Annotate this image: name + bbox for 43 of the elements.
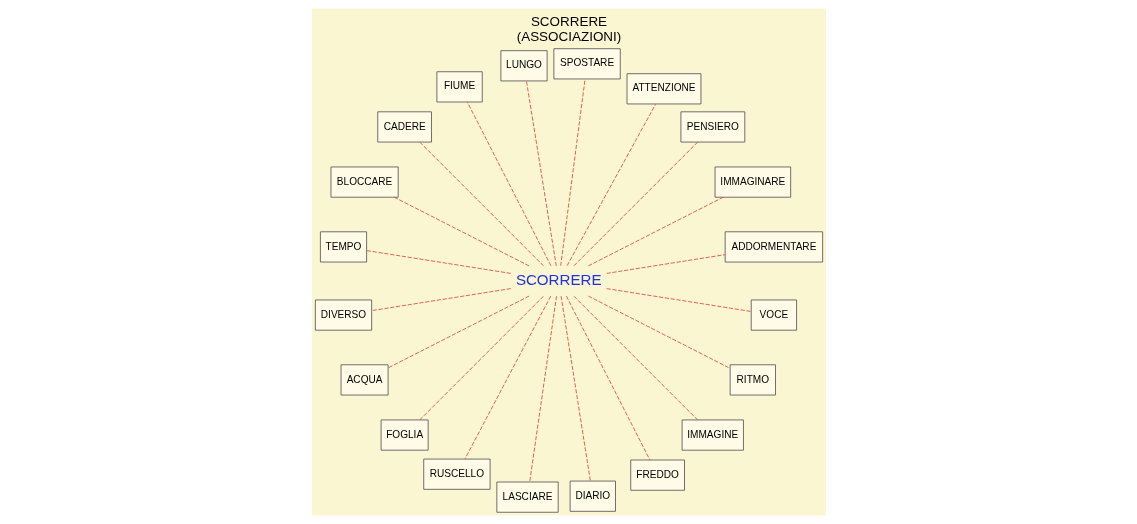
- connector: [573, 141, 698, 267]
- connector: [387, 295, 529, 369]
- connector: [371, 288, 511, 311]
- node-box: FREDDO: [629, 459, 685, 491]
- connector: [605, 288, 751, 312]
- connector: [528, 295, 557, 483]
- node-box: ADDORMENTARE: [724, 231, 823, 263]
- node-box: IMMAGINARE: [714, 166, 791, 198]
- node-box: DIARIO: [569, 480, 616, 512]
- connector: [559, 78, 585, 267]
- node-box: LUNGO: [499, 50, 548, 82]
- node-box: FIUME: [435, 71, 483, 103]
- connector: [525, 80, 557, 267]
- node-box: RUSCELLO: [422, 458, 491, 490]
- node-box: CADERE: [376, 111, 432, 143]
- node-box: IMMAGINE: [681, 419, 744, 451]
- caption: (ASSOCIAZIONI): [516, 28, 621, 44]
- connector: [560, 295, 591, 482]
- node-box: LASCIARE: [495, 481, 559, 513]
- connector: [605, 254, 725, 274]
- node-box: SPOSTARE: [552, 48, 621, 80]
- connector: [365, 250, 511, 274]
- connector: [565, 295, 650, 461]
- node-box: DIVERSO: [314, 299, 372, 331]
- node-box: FOGLIA: [380, 419, 429, 451]
- connector: [587, 295, 731, 369]
- diagram-title: SCORRERE: [530, 13, 607, 29]
- node-box: TEMPO: [319, 231, 367, 263]
- connector: [587, 196, 724, 267]
- connector: [466, 101, 551, 267]
- connector: [418, 295, 544, 421]
- node-box: ATTENZIONE: [626, 73, 701, 105]
- connector: [464, 295, 551, 460]
- node-box: VOCE: [750, 299, 797, 331]
- node-box: ACQUA: [340, 364, 389, 396]
- node-text: SCORRERE: [515, 270, 602, 288]
- connector: [393, 196, 529, 267]
- connector: [418, 141, 544, 267]
- node-box: PENSIERO: [680, 111, 745, 143]
- connector: [573, 295, 698, 421]
- connector: [566, 103, 656, 267]
- node-box: BLOCCARE: [330, 166, 399, 198]
- node-box: RITMO: [729, 364, 776, 396]
